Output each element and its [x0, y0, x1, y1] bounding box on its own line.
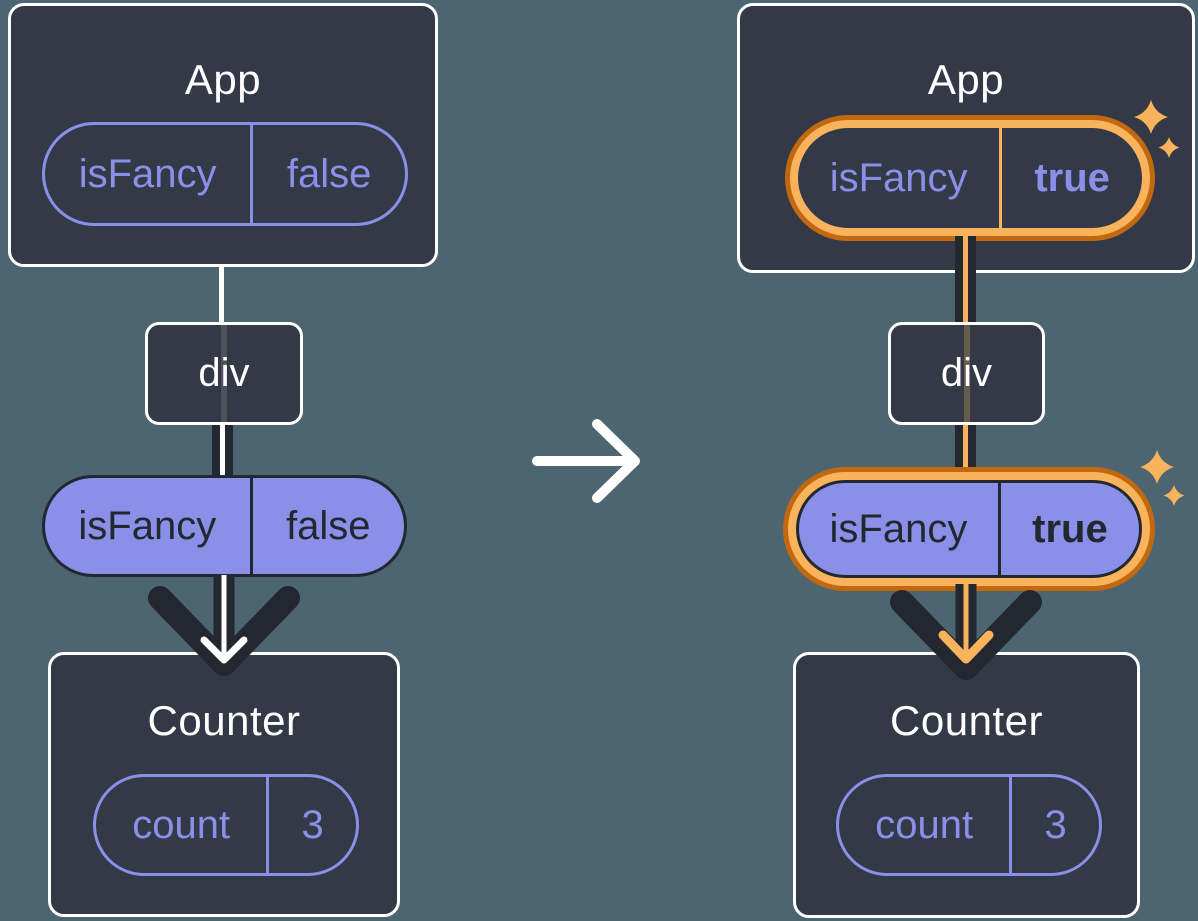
prop-name: isFancy: [829, 155, 968, 200]
prop-name: isFancy: [78, 503, 217, 548]
counter-title: Counter: [890, 697, 1043, 744]
counter-state-pill-left: count 3: [93, 774, 359, 876]
counter-state-pill-right: count 3: [836, 774, 1102, 876]
state-name: count: [875, 802, 974, 847]
connector-core: [963, 236, 968, 324]
connector-app-div-right: [955, 236, 976, 324]
prop-value: true: [1034, 155, 1110, 200]
passed-prop-pill-left: isFancy false: [42, 475, 407, 577]
passed-prop-pill-right: isFancy true: [796, 480, 1142, 578]
prop-name: isFancy: [829, 506, 968, 551]
pill-divider: [997, 483, 1001, 575]
connector-app-div-left: [219, 265, 224, 325]
counter-node-right: Counter count 3: [793, 652, 1140, 918]
pill-divider: [250, 125, 254, 223]
pass-through-line: [963, 325, 970, 422]
connector-core: [220, 424, 225, 476]
pill-divider: [999, 128, 1003, 228]
counter-title: Counter: [147, 697, 301, 744]
prop-value: false: [286, 151, 372, 196]
app-prop-pill-left: isFancy false: [42, 122, 408, 226]
app-title: App: [927, 56, 1005, 103]
app-prop-pill-right: isFancy true: [798, 128, 1142, 228]
pill-divider: [266, 777, 270, 873]
pass-down-arrow-icon-left: [148, 575, 300, 676]
transition-arrow-icon: [532, 419, 640, 503]
pill-divider: [1009, 777, 1013, 873]
prop-value: true: [1032, 506, 1108, 551]
sparkles-icon: [1140, 450, 1185, 506]
prop-value: false: [286, 503, 371, 548]
div-label: div: [198, 351, 250, 395]
connector-core: [963, 424, 968, 470]
connector-div-pill-right: [955, 424, 976, 470]
pass-through-line: [221, 325, 227, 422]
app-title: App: [184, 56, 262, 103]
state-name: count: [132, 802, 231, 847]
state-value: 3: [1044, 802, 1067, 847]
sparkles-icon: [1134, 100, 1180, 158]
highlight-ring: isFancy true: [785, 115, 1155, 241]
pill-divider: [249, 478, 253, 574]
connector-div-pill-left: [212, 424, 233, 476]
prop-name: isFancy: [78, 151, 217, 196]
pass-down-arrow-icon-right: [890, 584, 1042, 680]
div-label: div: [940, 351, 993, 395]
div-node-left: div: [145, 322, 303, 425]
state-value: 3: [301, 802, 324, 847]
highlight-ring: isFancy true: [783, 467, 1155, 591]
div-node-right: div: [888, 322, 1045, 425]
app-node-left: App isFancy false: [8, 3, 438, 267]
counter-node-left: Counter count 3: [48, 652, 400, 917]
